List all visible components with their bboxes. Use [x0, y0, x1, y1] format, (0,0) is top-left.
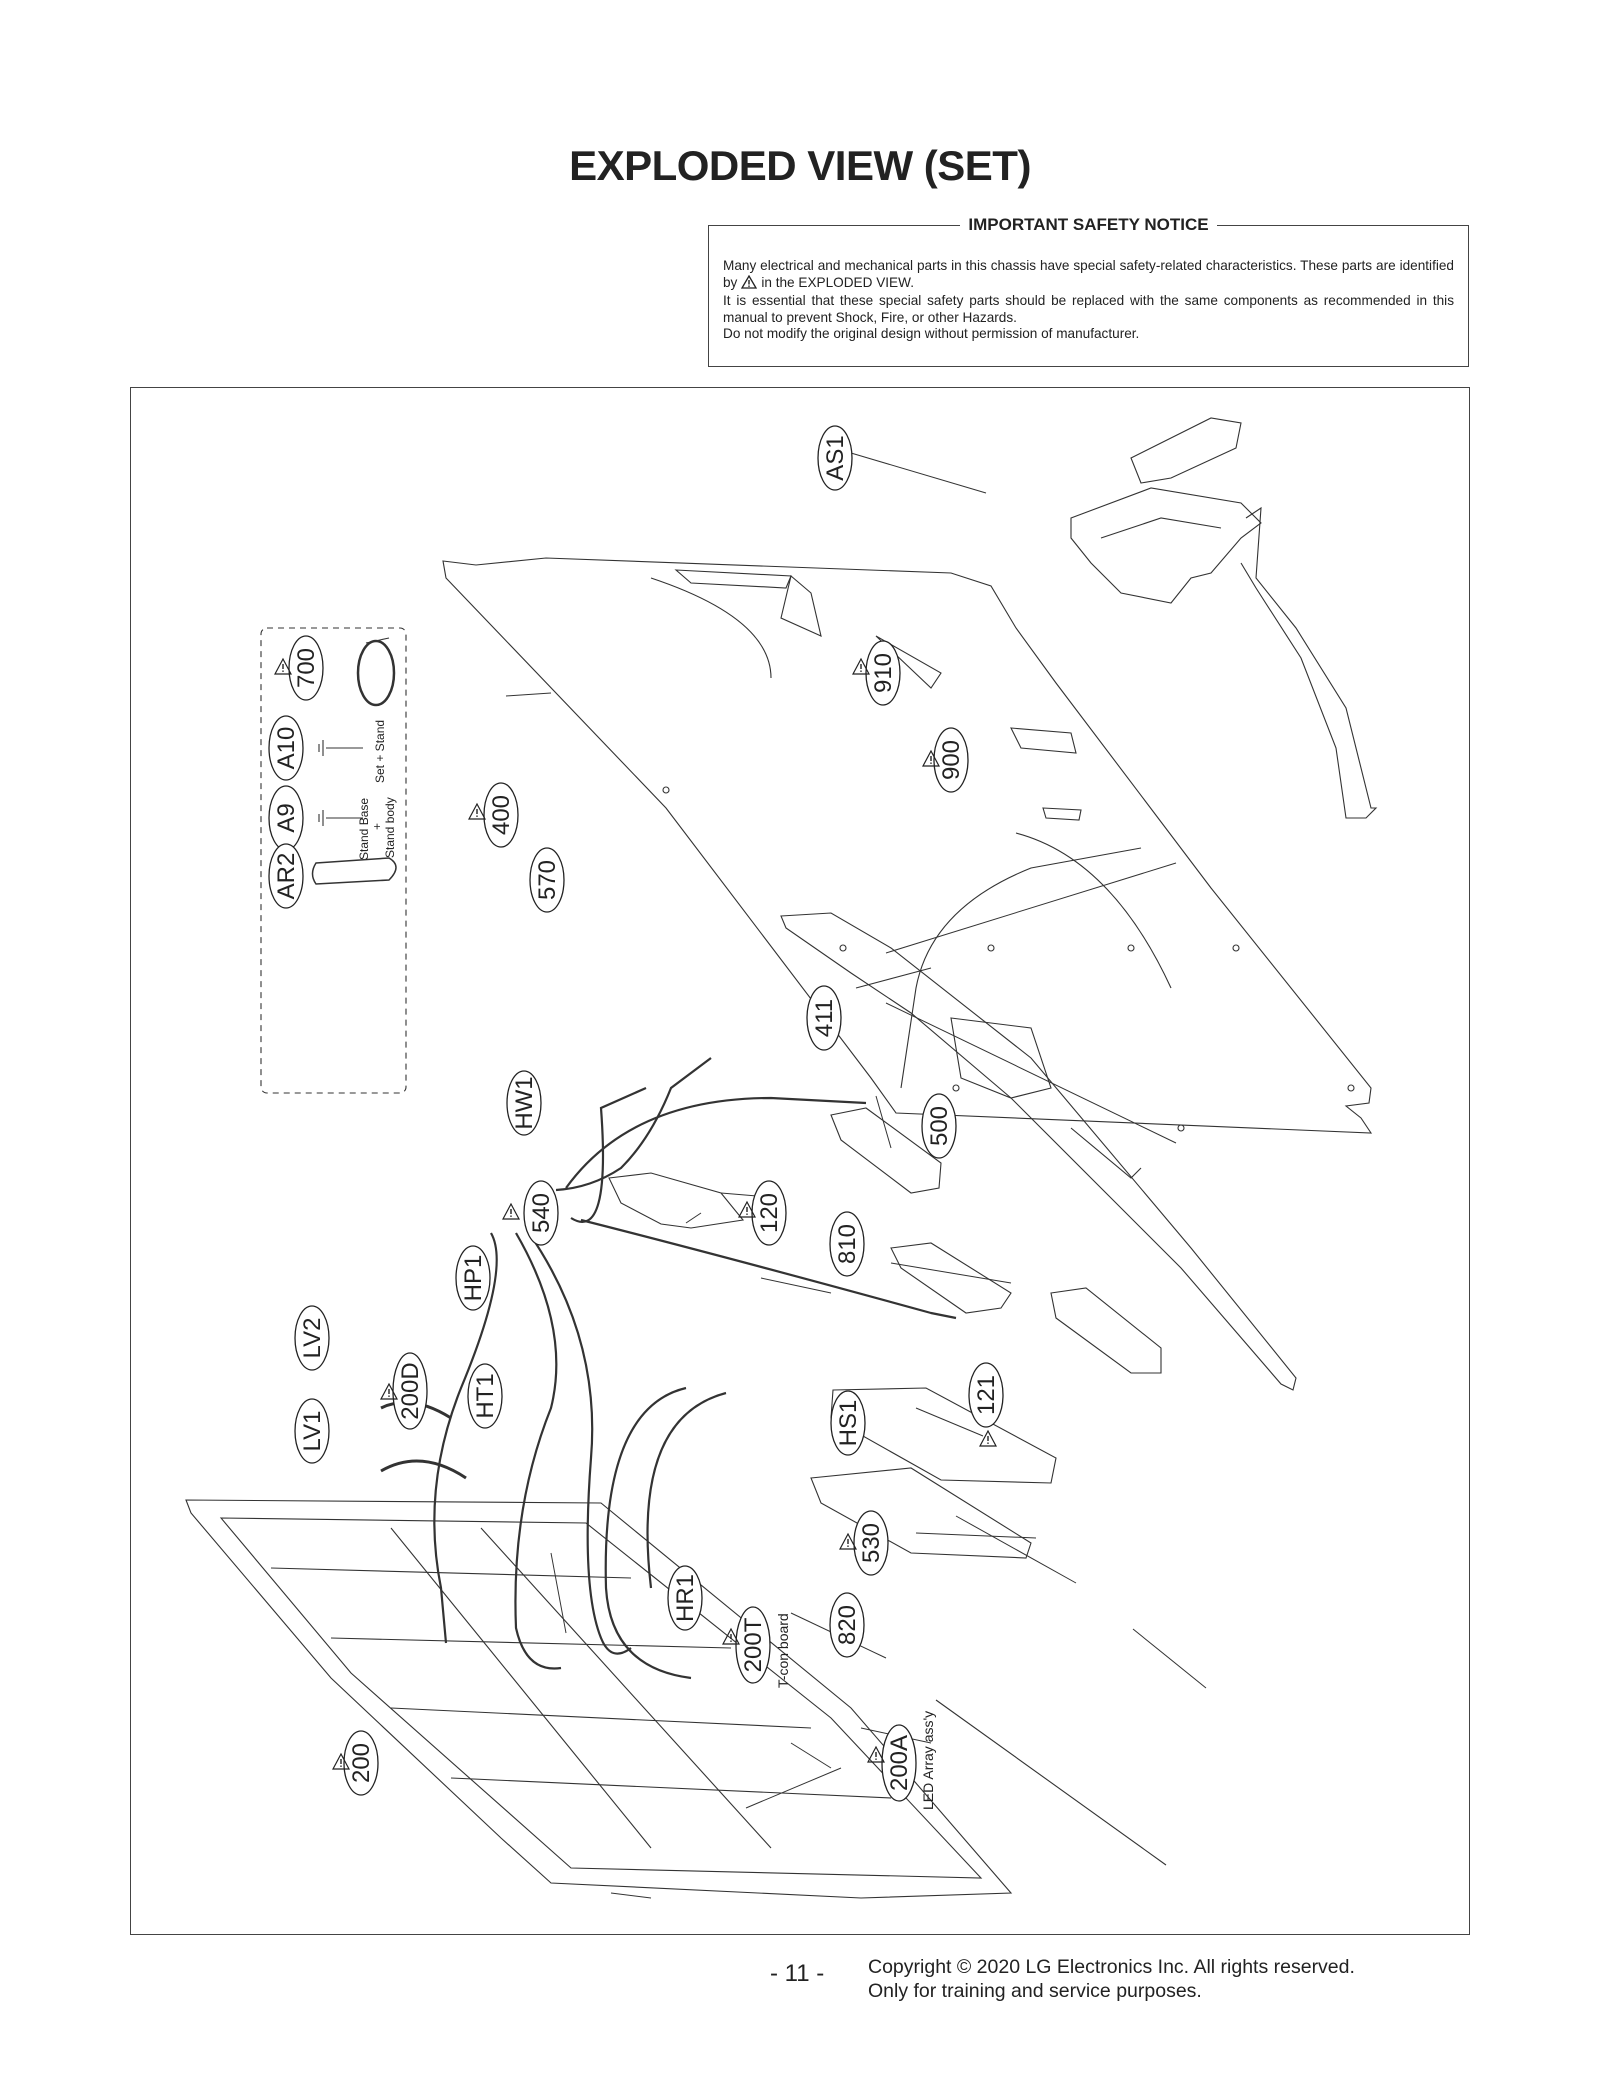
- callout-a9: A9: [268, 785, 304, 851]
- callout-121: 121: [968, 1362, 1004, 1428]
- notice-line1-end: in the EXPLODED VIEW.: [761, 274, 914, 290]
- label-set-stand: Set + Stand: [373, 720, 387, 783]
- callout-ar2: AR2: [268, 843, 304, 909]
- back-cover-part: [442, 557, 1373, 1134]
- screw-a10: [318, 740, 363, 756]
- svg-text:540: 540: [528, 1193, 555, 1233]
- exploded-view-diagram: AS1 910 900 400 700 A10 Set + Stand A9 S…: [130, 387, 1470, 1935]
- page-title: EXPLODED VIEW (SET): [569, 142, 1031, 189]
- copyright-line2: Only for training and service purposes.: [868, 1980, 1202, 2002]
- svg-text:HS1: HS1: [835, 1400, 862, 1447]
- exploded-view-drawing: AS1 910 900 400 700 A10 Set + Stand A9 S…: [185, 417, 1378, 1899]
- board-820: [810, 1467, 1032, 1559]
- svg-text:910: 910: [870, 653, 897, 693]
- svg-text:200T: 200T: [740, 1617, 767, 1672]
- svg-text:810: 810: [834, 1224, 861, 1264]
- stand-part: [1070, 417, 1378, 819]
- callout-910: 910: [865, 640, 901, 706]
- bezel-part: [780, 912, 1297, 1391]
- display-panel-part: [185, 1499, 1013, 1899]
- label-tcon-board: T-con board: [775, 1613, 791, 1688]
- callout-lv1: LV1: [294, 1398, 330, 1464]
- warning-triangle-icon: [502, 1203, 520, 1220]
- screw-a9: [318, 810, 363, 826]
- callout-400: 400: [483, 782, 519, 848]
- leader-lines: [505, 452, 1207, 1899]
- svg-text:700: 700: [293, 648, 320, 688]
- callout-ht1: HT1: [467, 1363, 503, 1429]
- label-stand-base: Stand Base: [357, 798, 371, 860]
- page-number: - 11 -: [770, 1960, 825, 1987]
- svg-text:411: 411: [811, 999, 838, 1037]
- svg-text:120: 120: [756, 1193, 783, 1233]
- svg-text:A10: A10: [273, 727, 300, 770]
- cable-lv1: [380, 1459, 467, 1480]
- callout-200: 200: [343, 1730, 379, 1796]
- svg-text:200A: 200A: [886, 1735, 913, 1791]
- copyright-notice: Copyright © 2020 LG Electronics Inc. All…: [868, 1955, 1355, 2003]
- safety-notice-heading: IMPORTANT SAFETY NOTICE: [960, 215, 1217, 234]
- svg-text:LV2: LV2: [299, 1318, 326, 1359]
- board-530: [830, 1387, 1057, 1484]
- callout-200a: 200A: [881, 1724, 917, 1802]
- notice-line3: Do not modify the original design withou…: [723, 326, 1140, 341]
- svg-text:AR2: AR2: [273, 853, 300, 900]
- callout-900: 900: [933, 727, 969, 793]
- callout-hs1: HS1: [830, 1390, 866, 1456]
- accessories-box: [260, 627, 407, 1094]
- callout-810: 810: [829, 1211, 865, 1277]
- warning-triangle-icon: [979, 1430, 997, 1447]
- power-cord-part: [356, 637, 396, 707]
- svg-text:AS1: AS1: [822, 435, 849, 480]
- board-121: [1050, 1287, 1162, 1374]
- label-plus: +: [370, 823, 384, 830]
- callout-540: 540: [523, 1180, 559, 1246]
- svg-text:A9: A9: [273, 803, 300, 832]
- warning-triangle-icon: [468, 803, 486, 820]
- warning-triangle-icon: [741, 274, 758, 294]
- callout-lv2: LV2: [294, 1305, 330, 1371]
- svg-text:HT1: HT1: [472, 1373, 499, 1418]
- callout-hw1: HW1: [506, 1070, 542, 1136]
- power-board-120: [830, 1107, 942, 1194]
- svg-text:820: 820: [834, 1605, 861, 1645]
- led-array-part: [935, 1699, 1167, 1866]
- svg-text:200: 200: [348, 1743, 375, 1783]
- callout-hp1: HP1: [455, 1245, 491, 1311]
- safety-notice-box: IMPORTANT SAFETY NOTICE Many electrical …: [708, 215, 1469, 367]
- callout-200d: 200D: [392, 1352, 428, 1430]
- svg-text:500: 500: [926, 1106, 953, 1146]
- callout-120: 120: [751, 1180, 787, 1246]
- svg-text:HR1: HR1: [672, 1574, 699, 1622]
- board-810: [890, 1242, 1012, 1314]
- callout-530: 530: [853, 1510, 889, 1576]
- callout-a10: A10: [268, 715, 304, 781]
- svg-text:530: 530: [858, 1523, 885, 1563]
- copyright-line1: Copyright © 2020 LG Electronics Inc. All…: [868, 1956, 1355, 1978]
- notice-line1: Many electrical and mechanical parts in …: [723, 258, 1454, 290]
- callout-700: 700: [288, 635, 324, 701]
- callout-500: 500: [921, 1093, 957, 1159]
- label-stand-body: Stand body: [383, 797, 397, 858]
- svg-text:400: 400: [488, 795, 515, 835]
- callout-570: 570: [529, 847, 565, 913]
- callout-as1: AS1: [817, 425, 853, 491]
- callout-hr1: HR1: [667, 1565, 703, 1631]
- safety-notice-body: Many electrical and mechanical parts in …: [723, 258, 1454, 343]
- main-board-540: [608, 1172, 745, 1229]
- svg-text:LV1: LV1: [299, 1411, 326, 1452]
- svg-text:200D: 200D: [397, 1362, 424, 1419]
- svg-text:121: 121: [973, 1375, 1000, 1415]
- notice-line2: It is essential that these special safet…: [723, 293, 1454, 325]
- callout-411: 411: [806, 985, 842, 1051]
- label-led-array: LED Array ass'y: [920, 1711, 936, 1810]
- wiring-harness: [433, 1057, 957, 1680]
- svg-text:570: 570: [534, 860, 561, 900]
- remote-control-part: [311, 857, 397, 885]
- callout-820: 820: [829, 1592, 865, 1658]
- svg-text:HP1: HP1: [460, 1255, 487, 1302]
- svg-text:900: 900: [938, 740, 965, 780]
- callout-200t: 200T: [735, 1606, 771, 1684]
- svg-text:HW1: HW1: [511, 1076, 538, 1129]
